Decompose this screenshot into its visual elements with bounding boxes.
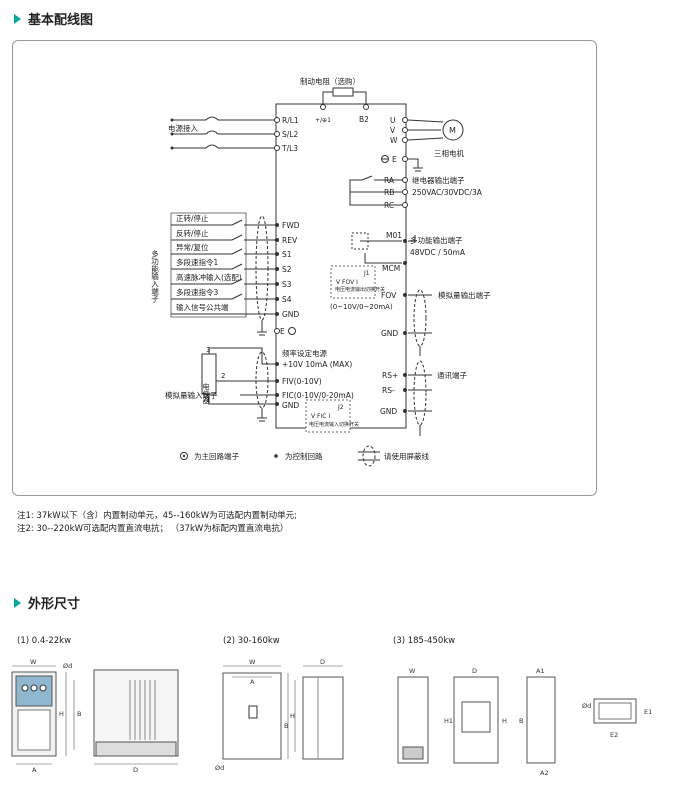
- section-marker-icon-2: [14, 597, 21, 608]
- dim-3-h1: H1: [444, 717, 453, 725]
- outline-section-title: 外形尺寸: [14, 593, 80, 612]
- wiring-diagram-frame: [12, 40, 597, 496]
- dim-3-a1: A1: [536, 667, 545, 675]
- note-1: 注1: 37kW以下（含）内置制动单元，45--160kW为可选配内置制动单元;: [17, 511, 297, 521]
- dim-1-d: D: [133, 766, 138, 774]
- outline-3-side: D H1 H: [444, 667, 507, 764]
- dim-3-d: D: [472, 667, 477, 675]
- dim-3-b: B: [519, 717, 523, 725]
- dim-3-h: H: [502, 717, 507, 725]
- outline-1-front: W H B A Ød: [11, 658, 81, 774]
- dim-2-b: B: [284, 722, 288, 730]
- outline-3-front: W: [397, 667, 429, 764]
- outline-title-text: 外形尺寸: [28, 597, 81, 612]
- dim-1-w: W: [30, 658, 37, 666]
- outline-1-side: D: [93, 669, 179, 774]
- outline-title-3: (3) 185-450kw: [393, 636, 456, 646]
- wiring-section-title: 基本配线图: [14, 9, 93, 28]
- outline-2-side: D: [302, 658, 344, 760]
- dim-1-h: H: [59, 710, 64, 718]
- dim-2-w: W: [249, 658, 256, 666]
- dim-2-h: H: [290, 712, 295, 720]
- wiring-title-text: 基本配线图: [28, 13, 94, 28]
- notes: 注1: 37kW以下（含）内置制动单元，45--160kW为可选配内置制动单元;…: [17, 510, 297, 536]
- dim-2-d: D: [320, 658, 325, 666]
- dim-2-d-hole: Ød: [215, 764, 224, 772]
- dim-3-w: W: [409, 667, 416, 675]
- outline-title-1: (1) 0.4-22kw: [17, 636, 72, 646]
- outline-title-2: (2) 30-160kw: [223, 636, 280, 646]
- dim-3-e1: E1: [644, 708, 652, 716]
- dim-3-d-hole: Ød: [582, 702, 591, 710]
- outline-3-back: A1 A2 B: [519, 667, 556, 777]
- dim-3-a2: A2: [540, 769, 549, 777]
- dim-1-b: B: [77, 710, 81, 718]
- section-marker-icon: [14, 13, 21, 24]
- dim-2-a: A: [250, 678, 255, 686]
- outline-2-front: W A H B Ød: [215, 658, 296, 772]
- note-2: 注2: 30--220kW可选配内置直流电抗； （37kW为标配内置直流电抗）: [17, 524, 289, 534]
- dim-1-a: A: [32, 766, 37, 774]
- outline-3-mount: E1 E2 Ød: [582, 698, 652, 739]
- dim-1-d-hole: Ød: [63, 662, 72, 670]
- dim-3-e2: E2: [610, 731, 618, 739]
